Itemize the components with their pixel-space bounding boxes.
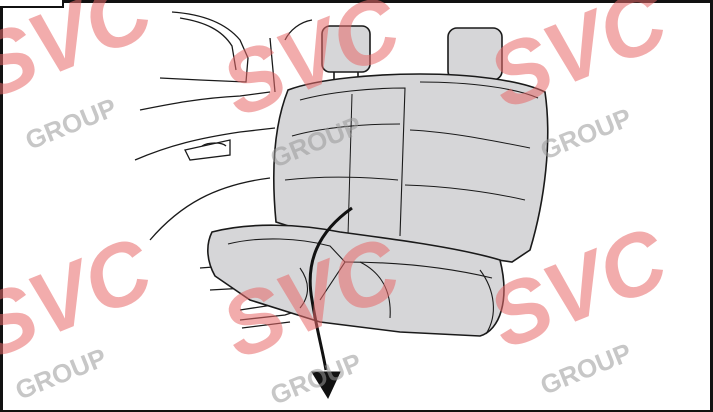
seat-cushion: [207, 224, 505, 337]
left-headrest: [321, 25, 371, 84]
frame-corner-tab: [0, 0, 64, 8]
fold-down-arrow: [308, 206, 353, 400]
